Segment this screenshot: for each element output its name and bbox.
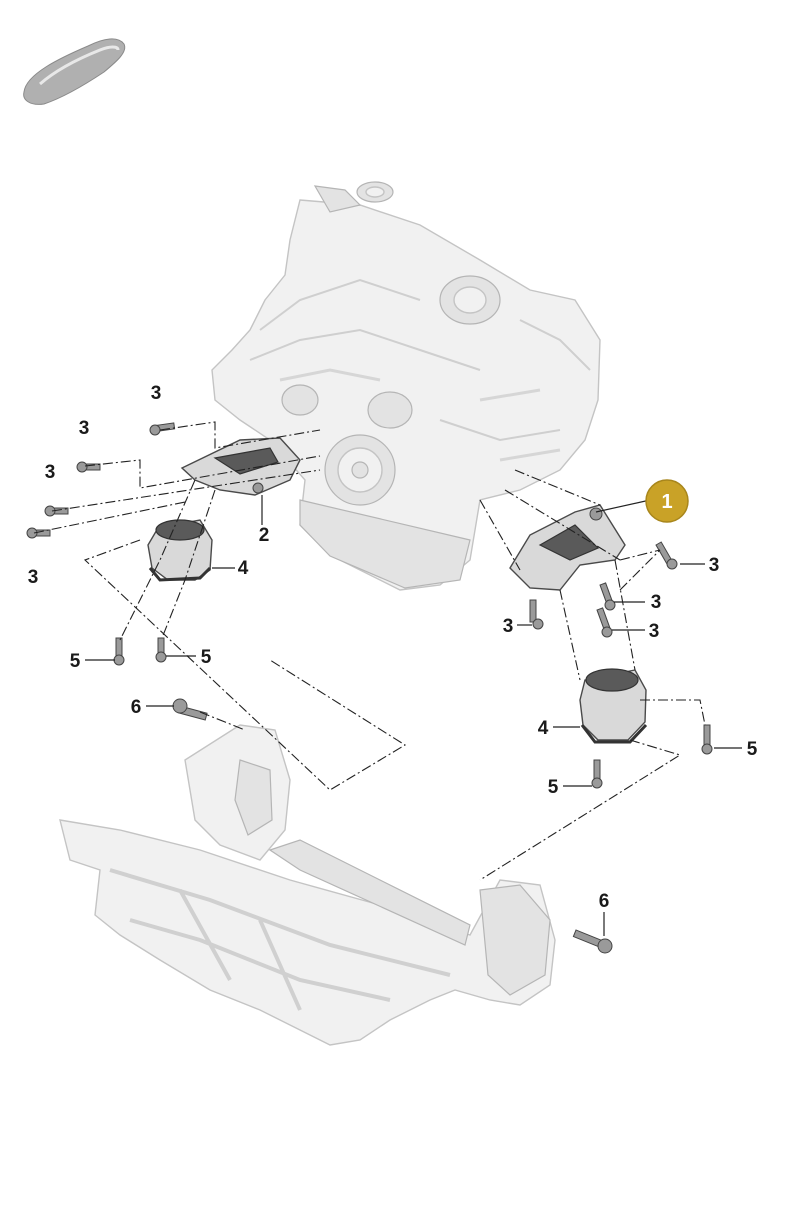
bolt-left-1 [76, 461, 101, 473]
callout-labels: 3 3 3 3 2 4 5 5 3 3 3 3 4 5 5 6 6 [28, 383, 758, 912]
bolt-set [26, 422, 713, 954]
bolt-mount-left-2 [155, 637, 167, 663]
bolt-left-3 [26, 527, 51, 539]
assembly-lines [33, 421, 706, 881]
callout-bolt-mount-left-1: 5 [70, 651, 81, 672]
subframe-bolt-right [572, 929, 613, 954]
callout-bolt-left-2: 3 [45, 462, 56, 483]
callout-bolt-mount-right-1: 5 [548, 777, 559, 798]
callout-bolt-right-1: 3 [709, 555, 720, 576]
bolt-top-left [149, 422, 176, 436]
callout-bolt-right-4: 3 [503, 616, 514, 637]
bolt-right-2 [599, 582, 616, 611]
subframe-bolt-left [172, 698, 208, 721]
highlight-callout: 1 [645, 479, 689, 523]
callout-bolt-left-3: 3 [28, 567, 39, 588]
engine-bracket-left [180, 437, 301, 496]
callout-bolt-mount-left-2: 5 [201, 647, 212, 668]
bolt-mount-right-1 [591, 759, 603, 789]
leader-lines [85, 495, 742, 936]
car-silhouette-icon [23, 38, 126, 105]
bolt-right-1 [655, 541, 678, 570]
bolt-left-2 [44, 505, 69, 517]
bolt-mount-left-1 [113, 637, 125, 666]
bolt-mount-right-2 [701, 724, 713, 755]
callout-number: 1 [661, 491, 672, 513]
callout-bolt-mount-right-2: 5 [747, 739, 758, 760]
engine-mount-left [147, 519, 213, 582]
subframe-assembly [59, 724, 556, 1046]
callout-subframe-bolt-left: 6 [131, 697, 142, 718]
callout-mount-left: 4 [238, 558, 249, 579]
bolt-right-3 [596, 607, 613, 638]
callout-bolt-right-2: 3 [651, 592, 662, 613]
bolt-right-4 [529, 599, 544, 630]
callout-mount-right: 4 [538, 718, 549, 739]
engine-assembly [211, 181, 601, 591]
callout-bolt-right-3: 3 [649, 621, 660, 642]
callout-subframe-bolt-right: 6 [599, 891, 610, 912]
callout-engine-bracket-left: 2 [259, 525, 270, 546]
engine-bracket-right [509, 504, 626, 591]
callout-bolt-left-1: 3 [79, 418, 90, 439]
engine-mount-right [579, 668, 648, 744]
callout-bolt-top-left: 3 [151, 383, 162, 404]
